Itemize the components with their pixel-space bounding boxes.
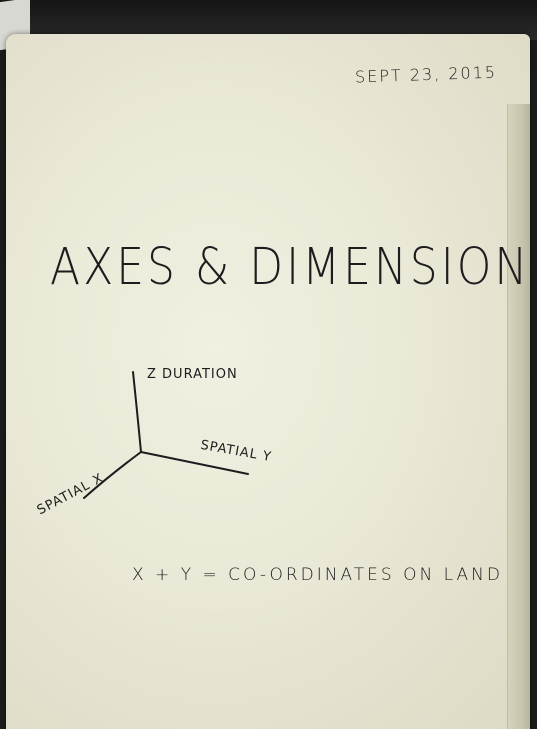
- z-axis-label: Z DURATION: [147, 367, 238, 382]
- z-axis-line: [133, 372, 141, 452]
- handwritten-formula: X + Y = CO-ORDINATES ON LAND: [132, 565, 503, 585]
